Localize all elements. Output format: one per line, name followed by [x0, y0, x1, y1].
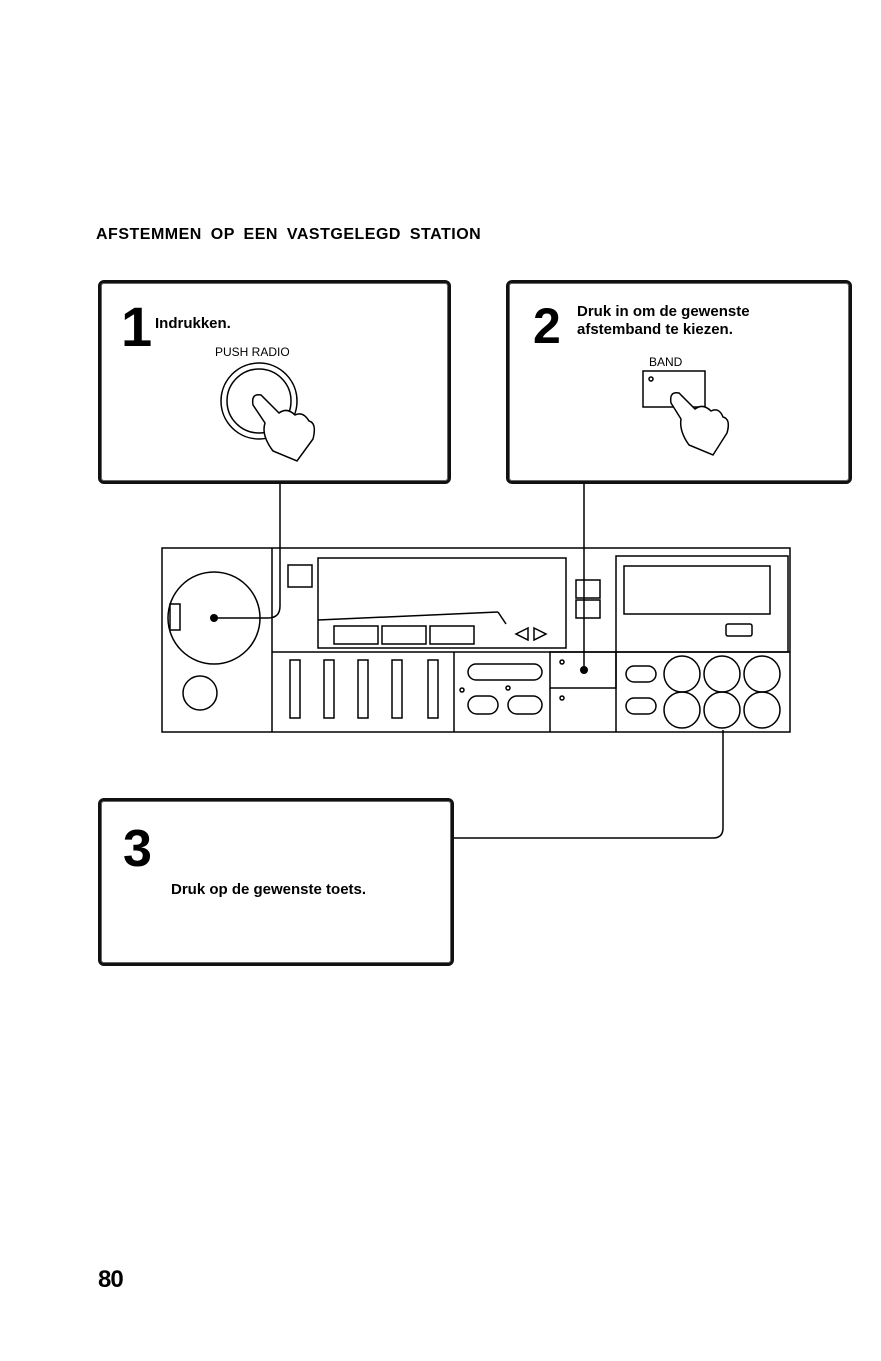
step-3-box: 3 Druk op de gewenste toets. [98, 798, 454, 966]
step-1-box: 1 Indrukken. PUSH RADIO [98, 280, 451, 484]
connector-line-1 [214, 480, 280, 618]
page-number: 80 [98, 1266, 123, 1294]
step-3-text: Druk op de gewenste toets. [171, 881, 366, 899]
step-3-number: 3 [123, 823, 152, 875]
band-button-icon [509, 283, 849, 481]
power-knob-icon [183, 676, 217, 710]
car-radio-unit [162, 548, 790, 732]
push-radio-button-icon [101, 283, 448, 481]
eject-arrows-icon [516, 628, 546, 640]
preset-button-icon [664, 656, 700, 692]
step-2-box: 2 Druk in om de gewenste afstemband te k… [506, 280, 852, 484]
connector-line-3 [450, 730, 723, 838]
